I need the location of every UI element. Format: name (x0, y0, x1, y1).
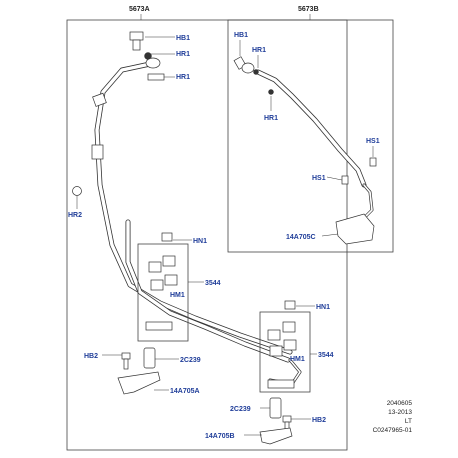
callout-2c239: 2C239 (180, 357, 201, 364)
mounting-bolt (121, 352, 131, 360)
callout-hr1: HR1 (252, 47, 266, 54)
clamp-half (148, 261, 162, 273)
retaining-clip (72, 186, 82, 196)
callout-hb1: HB1 (176, 35, 190, 42)
inset-hose-assembly (233, 56, 377, 245)
callout-2c239: 2C239 (230, 406, 251, 413)
right-bracket-group (259, 397, 293, 445)
clamp-half (269, 345, 283, 357)
pipe-clip (341, 175, 349, 185)
callout-3544: 3544 (318, 352, 334, 359)
drawing-date: 13-2013 (388, 409, 412, 416)
sealing-washer (253, 69, 259, 75)
clamp-half (267, 329, 281, 341)
callout-hr2: HR2 (68, 212, 82, 219)
clamp-half (282, 321, 296, 333)
clamp-kit-frame-lower (259, 311, 311, 393)
banjo-bolt (129, 31, 144, 41)
callout-hr1: HR1 (176, 74, 190, 81)
illustration-id: C0247965-01 (373, 427, 413, 434)
assembly-label-inset: 5673B (298, 6, 319, 13)
inset-pressure-hose (255, 69, 367, 188)
clamp-half (150, 279, 164, 291)
mounting-bolt (282, 415, 292, 423)
callout-14a705c: 14A705C (286, 234, 316, 241)
clamp-half (164, 274, 178, 286)
mounting-bracket (335, 213, 375, 245)
clamp-nut (284, 300, 296, 310)
hose-crimp-ferrule (92, 92, 107, 107)
clamp-nut (161, 232, 173, 242)
lower-clamp-set (259, 300, 311, 393)
pressure-hose (94, 61, 293, 355)
pipe-clip (369, 157, 377, 167)
callout-3544: 3544 (205, 280, 221, 287)
clamp-kit-frame-upper (137, 243, 189, 342)
return-hose (125, 219, 291, 363)
callout-hb2: HB2 (312, 417, 326, 424)
rubber-insulator (269, 397, 282, 419)
sealing-washer (268, 89, 274, 95)
clamp-half (162, 255, 176, 267)
callout-hm1: HM1 (170, 292, 185, 299)
hose-crimp-ferrule (91, 144, 104, 160)
drawing-code: 2040605 (387, 400, 413, 407)
callout-hs1: HS1 (366, 138, 380, 145)
support-bracket (117, 371, 161, 395)
callout-hn1: HN1 (316, 304, 330, 311)
callout-hr1: HR1 (176, 51, 190, 58)
assembly-label-main: 5673A (129, 6, 150, 13)
banjo-fitting (145, 57, 161, 69)
support-bracket (259, 427, 293, 445)
callout-hm1: HM1 (290, 356, 305, 363)
clamp-bracket (145, 321, 173, 331)
left-bracket-group (117, 347, 161, 395)
banjo-fitting (241, 62, 255, 74)
drawing-region: LT (405, 418, 412, 425)
inset-assembly-frame (227, 19, 394, 253)
callout-14a705a: 14A705A (170, 388, 200, 395)
rubber-insulator (143, 347, 156, 369)
main-hose-assembly (91, 61, 302, 386)
leader-lines (76, 36, 374, 436)
clamp-half (283, 339, 297, 351)
upper-clamp-set (137, 232, 189, 342)
o-ring-seal (147, 73, 165, 81)
clamp-bracket (267, 379, 295, 389)
callout-hb2: HB2 (84, 353, 98, 360)
top-fittings (72, 31, 165, 196)
callout-hn1: HN1 (193, 238, 207, 245)
callout-14a705b: 14A705B (205, 433, 235, 440)
callout-hb1: HB1 (234, 32, 248, 39)
callout-hr1: HR1 (264, 115, 278, 122)
callout-hs1: HS1 (312, 175, 326, 182)
